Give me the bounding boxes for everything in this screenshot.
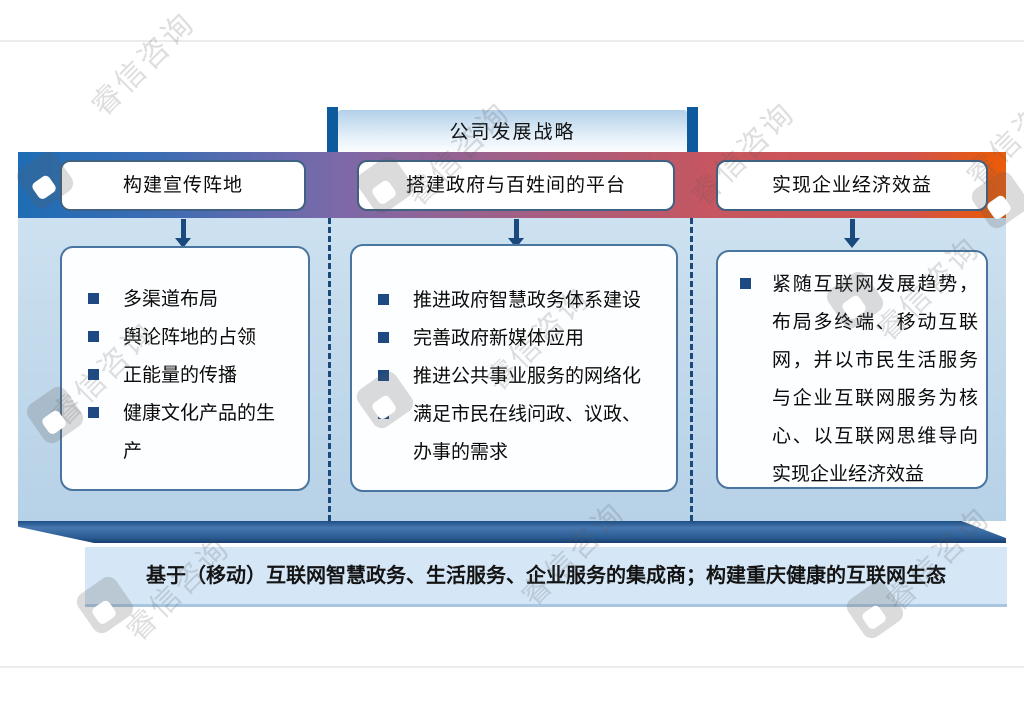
bullet-square-icon bbox=[88, 293, 99, 304]
bullet-item-text: 完善政府新媒体应用 bbox=[413, 327, 585, 349]
content-box-propaganda: 多渠道布局 舆论阵地的占领 正能量的传播 健康文化产品的生产 bbox=[60, 246, 310, 491]
pillar-header-economic: 实现企业经济效益 bbox=[716, 160, 988, 211]
list-item: 紧随互联网发展趋势，布局多终端、移动互联网，并以市民生活服务与企业互联网服务为核… bbox=[718, 265, 986, 493]
separator-dashed-right bbox=[690, 218, 693, 521]
arrow-down-icon bbox=[175, 238, 191, 248]
bullet-square-icon bbox=[740, 278, 751, 289]
bullet-item-text: 正能量的传播 bbox=[123, 364, 238, 386]
bullet-square-icon bbox=[378, 294, 389, 305]
bullet-square-icon bbox=[378, 370, 389, 381]
bullet-item-text: 推进公共事业服务的网络化 bbox=[413, 365, 642, 387]
list-item: 推进政府智慧政务体系建设 bbox=[352, 281, 676, 319]
list-item: 多渠道布局 bbox=[62, 280, 308, 318]
list-item: 健康文化产品的生产 bbox=[62, 394, 308, 470]
list-item: 完善政府新媒体应用 bbox=[352, 319, 676, 357]
pillar-header-platform: 搭建政府与百姓间的平台 bbox=[357, 160, 675, 211]
arrow-down-icon bbox=[508, 238, 524, 248]
vision-banner-text: 基于（移动）互联网智慧政务、生活服务、企业服务的集成商；构建重庆健康的互联网生态 bbox=[146, 563, 946, 587]
arrow-down-icon bbox=[181, 219, 186, 238]
list-item: 舆论阵地的占领 bbox=[62, 318, 308, 356]
list-item: 正能量的传播 bbox=[62, 356, 308, 394]
bottom-divider bbox=[0, 666, 1024, 668]
vision-banner: 基于（移动）互联网智慧政务、生活服务、企业服务的集成商；构建重庆健康的互联网生态 bbox=[85, 547, 1007, 607]
bullet-square-icon bbox=[88, 331, 99, 342]
content-box-platform: 推进政府智慧政务体系建设 完善政府新媒体应用 推进公共事业服务的网络化 满足市民… bbox=[350, 244, 678, 492]
shadow-band bbox=[18, 521, 1006, 543]
bullet-square-icon bbox=[378, 332, 389, 343]
bullet-square-icon bbox=[88, 369, 99, 380]
pillar-header-propaganda: 构建宣传阵地 bbox=[60, 160, 306, 211]
strategy-title-box: 公司发展战略 bbox=[338, 110, 687, 152]
watermark-text: 睿信咨询 bbox=[84, 5, 203, 124]
content-box-economic: 紧随互联网发展趋势，布局多终端、移动互联网，并以市民生活服务与企业互联网服务为核… bbox=[716, 250, 988, 489]
list-item: 推进公共事业服务的网络化 bbox=[352, 357, 676, 395]
bullet-item-text: 推进政府智慧政务体系建设 bbox=[413, 289, 642, 311]
top-divider bbox=[0, 40, 1024, 42]
list-item: 满足市民在线问政、议政、办事的需求 bbox=[352, 395, 676, 471]
separator-dashed-left bbox=[328, 218, 331, 521]
strategy-title: 公司发展战略 bbox=[449, 121, 576, 143]
title-connector-right-bar bbox=[687, 107, 698, 153]
title-connector-left-bar bbox=[327, 107, 338, 153]
pillar-header-label: 搭建政府与百姓间的平台 bbox=[405, 174, 626, 196]
bullet-item-text: 满足市民在线问政、议政、办事的需求 bbox=[413, 403, 642, 463]
bullet-square-icon bbox=[378, 408, 389, 419]
pillar-header-label: 实现企业经济效益 bbox=[771, 174, 932, 196]
bullet-item-text: 紧随互联网发展趋势，布局多终端、移动互联网，并以市民生活服务与企业互联网服务为核… bbox=[772, 273, 978, 485]
bullet-item-text: 舆论阵地的占领 bbox=[123, 326, 257, 348]
arrow-down-icon bbox=[850, 219, 855, 238]
arrow-down-icon bbox=[514, 219, 519, 238]
bullet-square-icon bbox=[88, 407, 99, 418]
pillar-header-label: 构建宣传阵地 bbox=[122, 174, 243, 196]
bullet-item-text: 健康文化产品的生产 bbox=[123, 402, 276, 462]
bullet-item-text: 多渠道布局 bbox=[123, 288, 219, 310]
arrow-down-icon bbox=[844, 238, 860, 248]
